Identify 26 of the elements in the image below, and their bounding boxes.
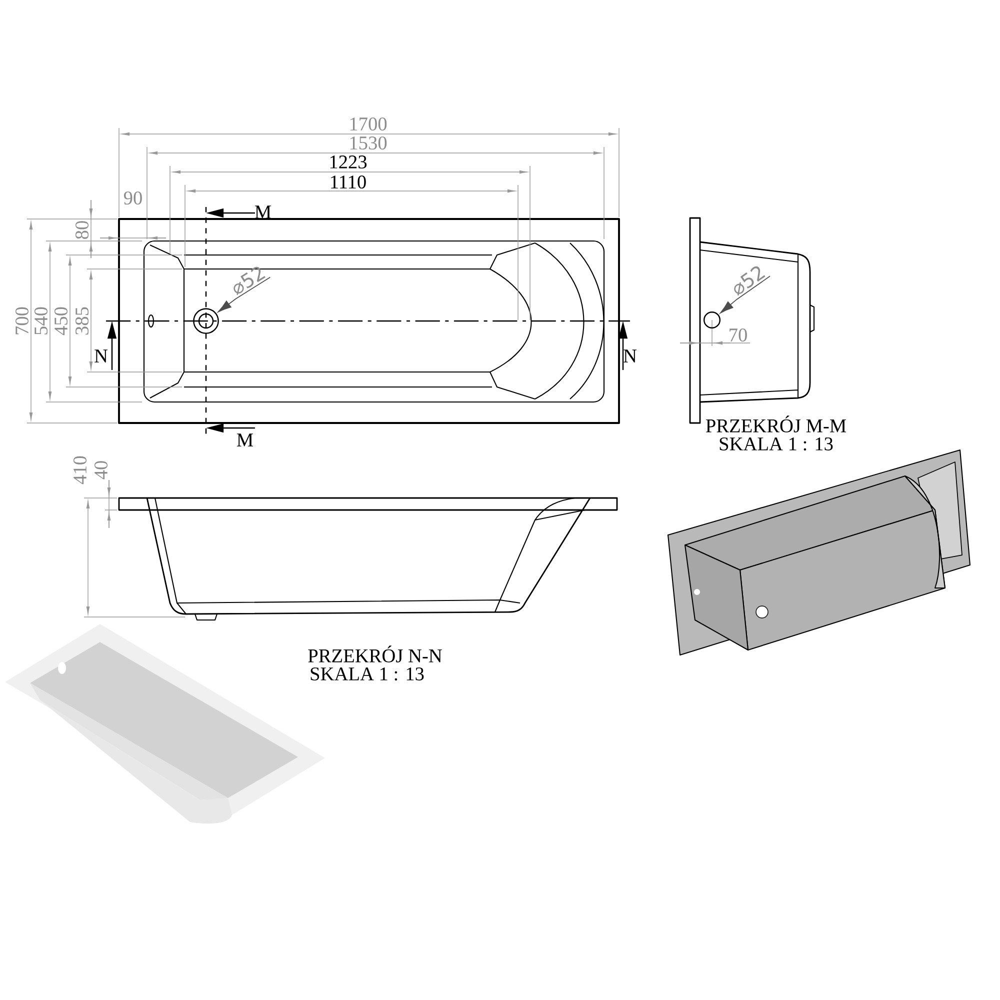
dimension-value: 40 — [94, 461, 108, 480]
section-label: N — [624, 350, 637, 362]
section-label: PRZEKRÓJ N-N — [308, 646, 442, 662]
dimension-value: 540 — [34, 307, 48, 334]
hole — [703, 311, 721, 329]
section-label: SKALA 1 : 13 — [720, 437, 833, 451]
dimension-value: 1530 — [350, 136, 387, 150]
section-label: SKALA 1 : 13 — [310, 667, 424, 681]
dimension-value: 385 — [76, 307, 89, 335]
section-label: 1110 — [331, 176, 366, 189]
section-label: PRZEKRÓJ M-M — [706, 416, 846, 432]
section-label: 1223 — [330, 156, 367, 168]
dimension-value: ⌀52 — [734, 266, 766, 296]
section-label: M — [236, 434, 254, 446]
dimension-value: 90 — [124, 192, 142, 205]
dimension-value: 1700 — [350, 118, 387, 131]
dimension-value: ⌀52 — [234, 266, 266, 295]
leader-line — [720, 276, 770, 314]
dimension-value: 410 — [74, 456, 87, 484]
dimension-value: 80 — [76, 221, 89, 239]
dimension-value: 450 — [54, 307, 68, 336]
hole — [193, 308, 219, 334]
section-label: N — [94, 350, 108, 362]
leader-line — [218, 276, 271, 312]
dimension-value: 70 — [730, 328, 747, 342]
dimension-value: 700 — [16, 307, 29, 334]
